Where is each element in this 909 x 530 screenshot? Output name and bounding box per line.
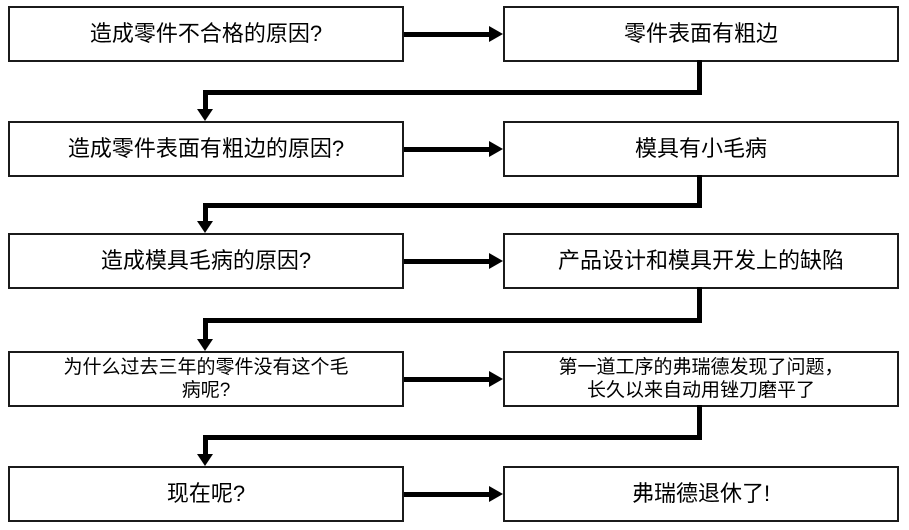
connector-4-down-segment — [697, 405, 702, 440]
arrow-line-row-2 — [404, 147, 489, 152]
connector-4-drop-segment — [203, 440, 208, 454]
question-box-4: 为什么过去三年的零件没有这个毛 病呢? — [8, 351, 404, 407]
question-box-5: 现在呢? — [8, 466, 404, 522]
arrow-down-icon — [197, 454, 213, 466]
arrow-right-icon — [489, 486, 503, 502]
connector-2-drop-segment — [203, 208, 208, 221]
answer-box-2: 模具有小毛病 — [503, 121, 899, 177]
question-box-2: 造成零件表面有粗边的原因? — [8, 121, 404, 177]
arrow-right-icon — [489, 26, 503, 42]
arrow-right-icon — [489, 141, 503, 157]
connector-3-down-segment — [697, 287, 702, 323]
arrow-line-row-5 — [404, 492, 489, 497]
question-box-3: 造成模具毛病的原因? — [8, 233, 404, 289]
arrow-down-icon — [197, 221, 213, 233]
arrow-line-row-3 — [404, 259, 489, 264]
answer-box-3: 产品设计和模具开发上的缺陷 — [503, 233, 899, 289]
connector-1-drop-segment — [203, 95, 208, 109]
arrow-line-row-1 — [404, 32, 489, 37]
connector-2-down-segment — [697, 175, 702, 208]
answer-box-5: 弗瑞德退休了! — [503, 466, 899, 522]
arrow-right-icon — [489, 371, 503, 387]
arrow-down-icon — [197, 109, 213, 121]
connector-1-down-segment — [697, 60, 702, 95]
answer-box-1: 零件表面有粗边 — [503, 6, 899, 62]
connector-4-across-segment — [203, 435, 702, 440]
arrow-line-row-4 — [404, 377, 489, 382]
arrow-right-icon — [489, 253, 503, 269]
answer-box-4: 第一道工序的弗瑞德发现了问题， 长久以来自动用锉刀磨平了 — [503, 351, 899, 407]
connector-2-across-segment — [203, 203, 702, 208]
connector-1-across-segment — [203, 90, 702, 95]
connector-3-across-segment — [203, 318, 702, 323]
question-box-1: 造成零件不合格的原因? — [8, 6, 404, 62]
connector-3-drop-segment — [203, 323, 208, 339]
arrow-down-icon — [197, 339, 213, 351]
